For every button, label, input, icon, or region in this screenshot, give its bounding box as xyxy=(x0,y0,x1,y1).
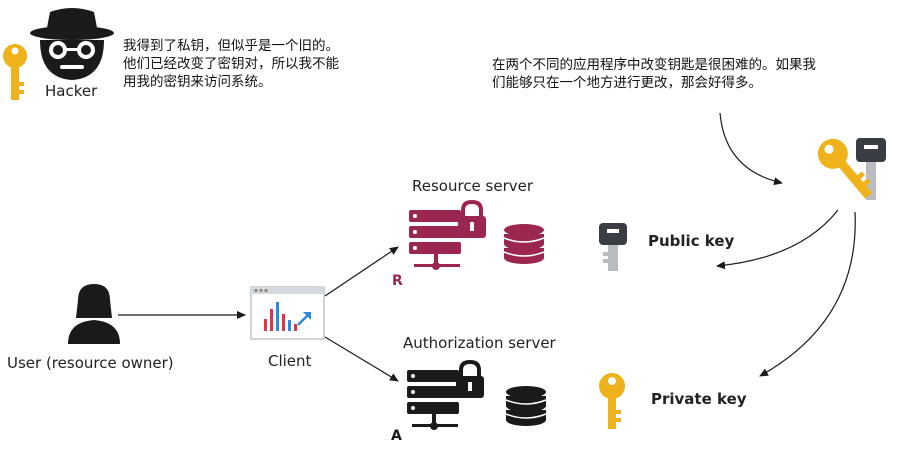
note-to-keypair-arrow xyxy=(719,112,783,186)
client-to-resource-arrow xyxy=(324,246,399,297)
authorization-server-title: Authorization server xyxy=(403,334,556,352)
authorization-server-icon xyxy=(407,359,484,430)
client-icon xyxy=(250,286,325,340)
private-key-label: Private key xyxy=(651,390,747,408)
keypair-to-private-arrow xyxy=(759,211,856,377)
key-rotation-note: 在两个不同的应用程序中改变钥匙是很困难的。如果我 们能够只在一个地方进行更改，那… xyxy=(492,57,816,91)
hacker-label: Hacker xyxy=(45,82,98,100)
authorization-server-letter: A xyxy=(391,428,402,444)
resource-database-icon xyxy=(503,224,545,264)
resource-server-letter: R xyxy=(392,273,403,289)
hacker-icon xyxy=(30,8,114,80)
resource-server-icon xyxy=(409,199,486,270)
public-key-icon xyxy=(599,223,627,271)
connectors xyxy=(118,112,856,382)
authorization-database-icon xyxy=(505,386,547,426)
keypair-to-public-arrow xyxy=(716,209,839,270)
client-label: Client xyxy=(268,352,312,370)
client-to-authorization-arrow xyxy=(324,336,399,382)
user-label: User (resource owner) xyxy=(7,354,174,372)
user-icon xyxy=(68,284,120,344)
key-pair-icon xyxy=(817,138,886,200)
public-key-label: Public key xyxy=(648,232,735,250)
resource-server-title: Resource server xyxy=(412,177,534,195)
hacker-note: 我得到了私钥，但似乎是一个旧的。 他们已经改变了密钥对，所以我不能 用我的密钥来… xyxy=(123,38,339,90)
hacker-stolen-key-icon xyxy=(3,44,27,100)
private-key-icon xyxy=(599,373,625,429)
